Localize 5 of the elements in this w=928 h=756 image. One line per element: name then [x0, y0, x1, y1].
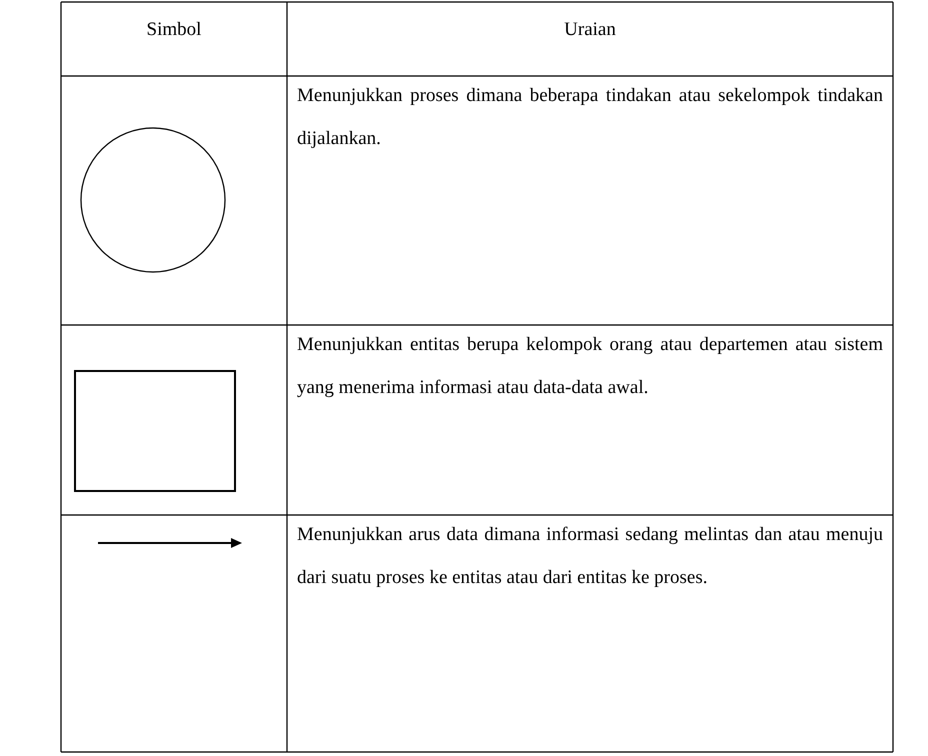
column-header: Uraian	[563, 18, 617, 42]
description-text: Menunjukkan arus data dimana informasi sedang melintas dan atau menuju dari suatu proses ke entitas atau dari entitas ke proses.	[297, 523, 883, 590]
description-text: Menunjukkan proses dimana beberapa tindakan atau sekelompok tindakan dijalankan.	[297, 84, 883, 151]
description-text: Menunjukkan entitas berupa kelompok orang atau departemen atau sistem yang menerima informasi atau data-data awal.	[297, 333, 883, 400]
column-header: Simbol	[146, 18, 202, 42]
